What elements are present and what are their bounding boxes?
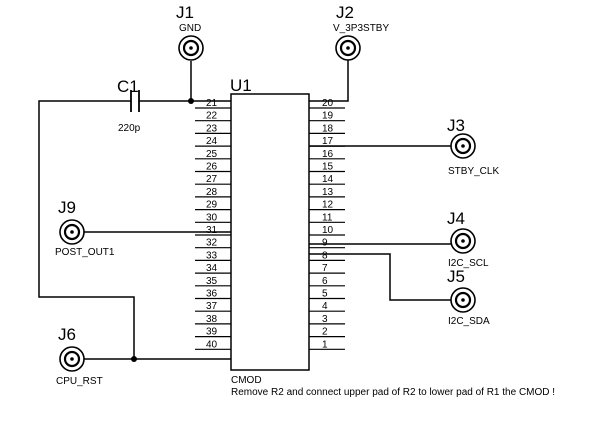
u1-left-pin-number: 40	[206, 339, 218, 350]
u1-right-pin-number: 4	[322, 301, 328, 312]
j4-connector	[450, 228, 476, 254]
gnd-junction-dot	[188, 98, 194, 104]
j9-ref: J9	[58, 198, 76, 217]
u1-right-pin-number: 2	[322, 327, 328, 338]
j9-connector	[59, 219, 85, 245]
j1-ref: J1	[176, 3, 194, 22]
u1-part: CMOD	[231, 375, 262, 386]
u1-pins: 2122232425262728293031323334353637383940…	[195, 98, 345, 350]
u1-right-pin-number: 9	[322, 238, 328, 249]
rework-note: Remove R2 and connect upper pad of R2 to…	[231, 387, 555, 398]
j2-wire	[309, 59, 349, 102]
u1-left-pin-number: 31	[206, 225, 218, 236]
u1-left-pin-number: 21	[206, 98, 218, 109]
u1-right-pin-number: 12	[322, 200, 334, 211]
j1-connector	[178, 35, 204, 61]
j2-net: V_3P3STBY	[333, 23, 389, 34]
gnd-wire	[190, 61, 231, 102]
j6-ref: J6	[58, 325, 76, 344]
c1-value: 220p	[118, 123, 141, 134]
u1-left-pin-number: 28	[206, 187, 218, 198]
u1-left-pin-number: 29	[206, 200, 218, 211]
j9-net: POST_OUT1	[55, 247, 115, 258]
u1-left-pin-number: 24	[206, 136, 218, 147]
u1-left-pin-number: 30	[206, 212, 218, 223]
j3-ref: J3	[447, 116, 465, 135]
j4-net: I2C_SCL	[448, 258, 489, 269]
u1-left-pin-number: 26	[206, 162, 218, 173]
j1-net: GND	[179, 23, 201, 34]
u1-right-pin-number: 16	[322, 149, 334, 160]
u1-body	[230, 93, 310, 371]
u1-right-pin-number: 6	[322, 276, 328, 287]
j2-ref: J2	[336, 3, 354, 22]
reset-wire	[38, 100, 135, 359]
j2-connector	[335, 35, 361, 61]
u1-ref: U1	[230, 76, 252, 95]
u1-right-pin-number: 20	[322, 98, 334, 109]
j5-connector	[450, 287, 476, 313]
j4-ref: J4	[447, 209, 465, 228]
u1-left-pin-number: 27	[206, 174, 218, 185]
u1-right-pin-number: 8	[322, 250, 328, 261]
u1-left-pin-number: 25	[206, 149, 218, 160]
j5-ref: J5	[447, 267, 465, 286]
j3-connector	[450, 133, 476, 159]
u1-right-pin-number: 10	[322, 225, 334, 236]
u1-left-pin-number: 22	[206, 111, 218, 122]
j6-connector	[59, 346, 85, 372]
u1-left-pin-number: 38	[206, 314, 218, 325]
u1-right-pin-number: 18	[322, 123, 334, 134]
u1-right-pin-number: 3	[322, 314, 328, 325]
u1-right-pin-number: 11	[322, 212, 333, 223]
u1-right-pin-number: 5	[322, 289, 328, 300]
reset-junction-dot	[131, 356, 137, 362]
u1-right-pin-number: 15	[322, 162, 334, 173]
u1-left-pin-number: 23	[206, 123, 218, 134]
j5-net: I2C_SDA	[448, 316, 490, 327]
j6-net: CPU_RST	[56, 376, 103, 387]
j5-wire	[309, 253, 453, 301]
u1-left-pin-number: 39	[206, 327, 218, 338]
u1-right-pin-number: 19	[322, 111, 334, 122]
u1-left-pin-number: 32	[206, 238, 218, 249]
j3-net: STBY_CLK	[448, 166, 499, 177]
u1-left-pin-number: 36	[206, 289, 218, 300]
u1-right-pin-number: 13	[322, 187, 334, 198]
u1-right-pin-number: 7	[322, 263, 328, 274]
u1-left-pin-number: 37	[206, 301, 218, 312]
u1-right-pin-number: 14	[322, 174, 334, 185]
u1-right-pin-number: 1	[322, 339, 328, 350]
u1-left-pin-number: 35	[206, 276, 218, 287]
u1-left-pin-number: 33	[206, 250, 218, 261]
u1-left-pin-number: 34	[206, 263, 218, 274]
c1-ref: C1	[117, 77, 139, 96]
u1-right-pin-number: 17	[322, 136, 334, 147]
